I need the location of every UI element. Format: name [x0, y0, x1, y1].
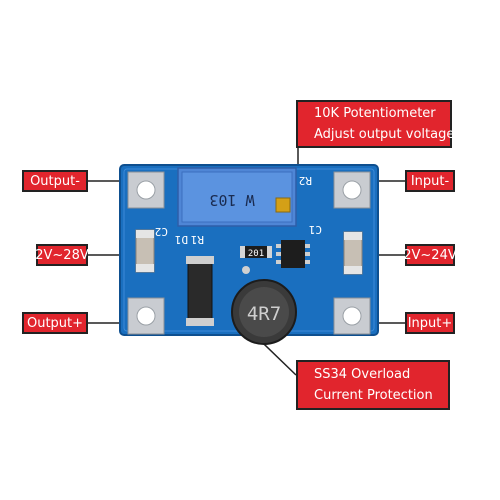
- capacitor-c2: [135, 229, 155, 273]
- c1-silkscreen: C1: [309, 223, 322, 236]
- pad-output-plus: [127, 297, 165, 335]
- potentiometer: W 103: [177, 167, 297, 227]
- ss34-callout-line2: Current Protection: [314, 388, 433, 403]
- resistor-201: 201: [240, 246, 272, 259]
- c2-silkscreen: C2: [155, 225, 168, 238]
- resistor-code-text: 201: [248, 249, 264, 259]
- r1-silkscreen: R1: [191, 233, 204, 246]
- output-voltage-label: 2V~28V: [35, 244, 89, 266]
- pot-callout-line2: Adjust output voltage: [314, 127, 455, 142]
- inductor-4r7: 4R7: [231, 279, 297, 345]
- boost-ic-chip: [276, 240, 310, 268]
- r2-silkscreen: R2: [299, 174, 312, 187]
- input-voltage-label: 2V~24V: [403, 244, 457, 266]
- pot-code-text: W 103: [209, 191, 254, 209]
- input-plus-label: Input+: [405, 312, 455, 334]
- pad-output-minus: [127, 171, 165, 209]
- capacitor-c1: [343, 231, 363, 275]
- d1-silkscreen: D1: [175, 233, 188, 246]
- input-minus-label: Input-: [405, 170, 455, 192]
- pad-input-plus: [333, 297, 371, 335]
- inductor-code-text: 4R7: [247, 303, 281, 325]
- output-plus-label: Output+: [22, 312, 88, 334]
- output-minus-label: Output-: [22, 170, 88, 192]
- ss34-callout: SS34 Overload Current Protection: [296, 360, 450, 410]
- pot-callout-line1: 10K Potentiometer: [314, 106, 436, 121]
- ss34-callout-line1: SS34 Overload: [314, 367, 411, 382]
- ss34-diode: [186, 256, 214, 326]
- via-pad: [242, 266, 250, 274]
- potentiometer-callout: 10K Potentiometer Adjust output voltage: [296, 100, 455, 148]
- pad-input-minus: [333, 171, 371, 209]
